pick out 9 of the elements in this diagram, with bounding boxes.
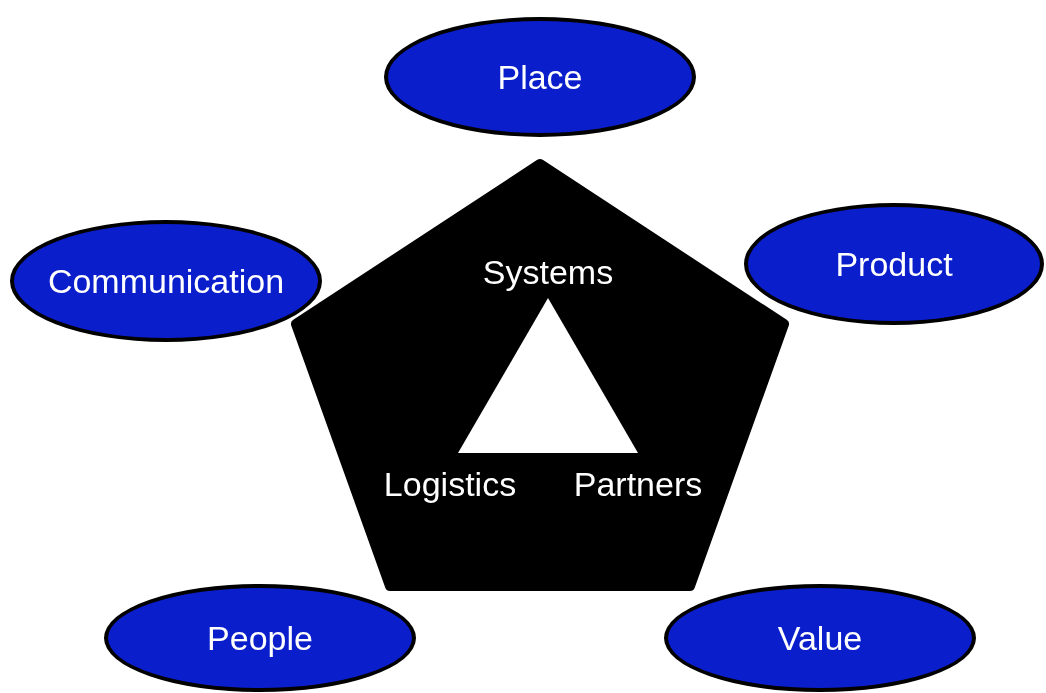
pentagon-label: Systems	[482, 255, 614, 289]
node-label: Place	[497, 56, 583, 98]
node-label: Product	[835, 243, 953, 285]
node-label: Communication	[47, 260, 285, 302]
node-label: People	[207, 617, 313, 659]
pentagon-label: Logistics	[383, 467, 517, 501]
node-label: Value	[777, 617, 863, 659]
pentagon-label: Partners	[573, 467, 703, 501]
pentagon-node	[290, 158, 790, 592]
